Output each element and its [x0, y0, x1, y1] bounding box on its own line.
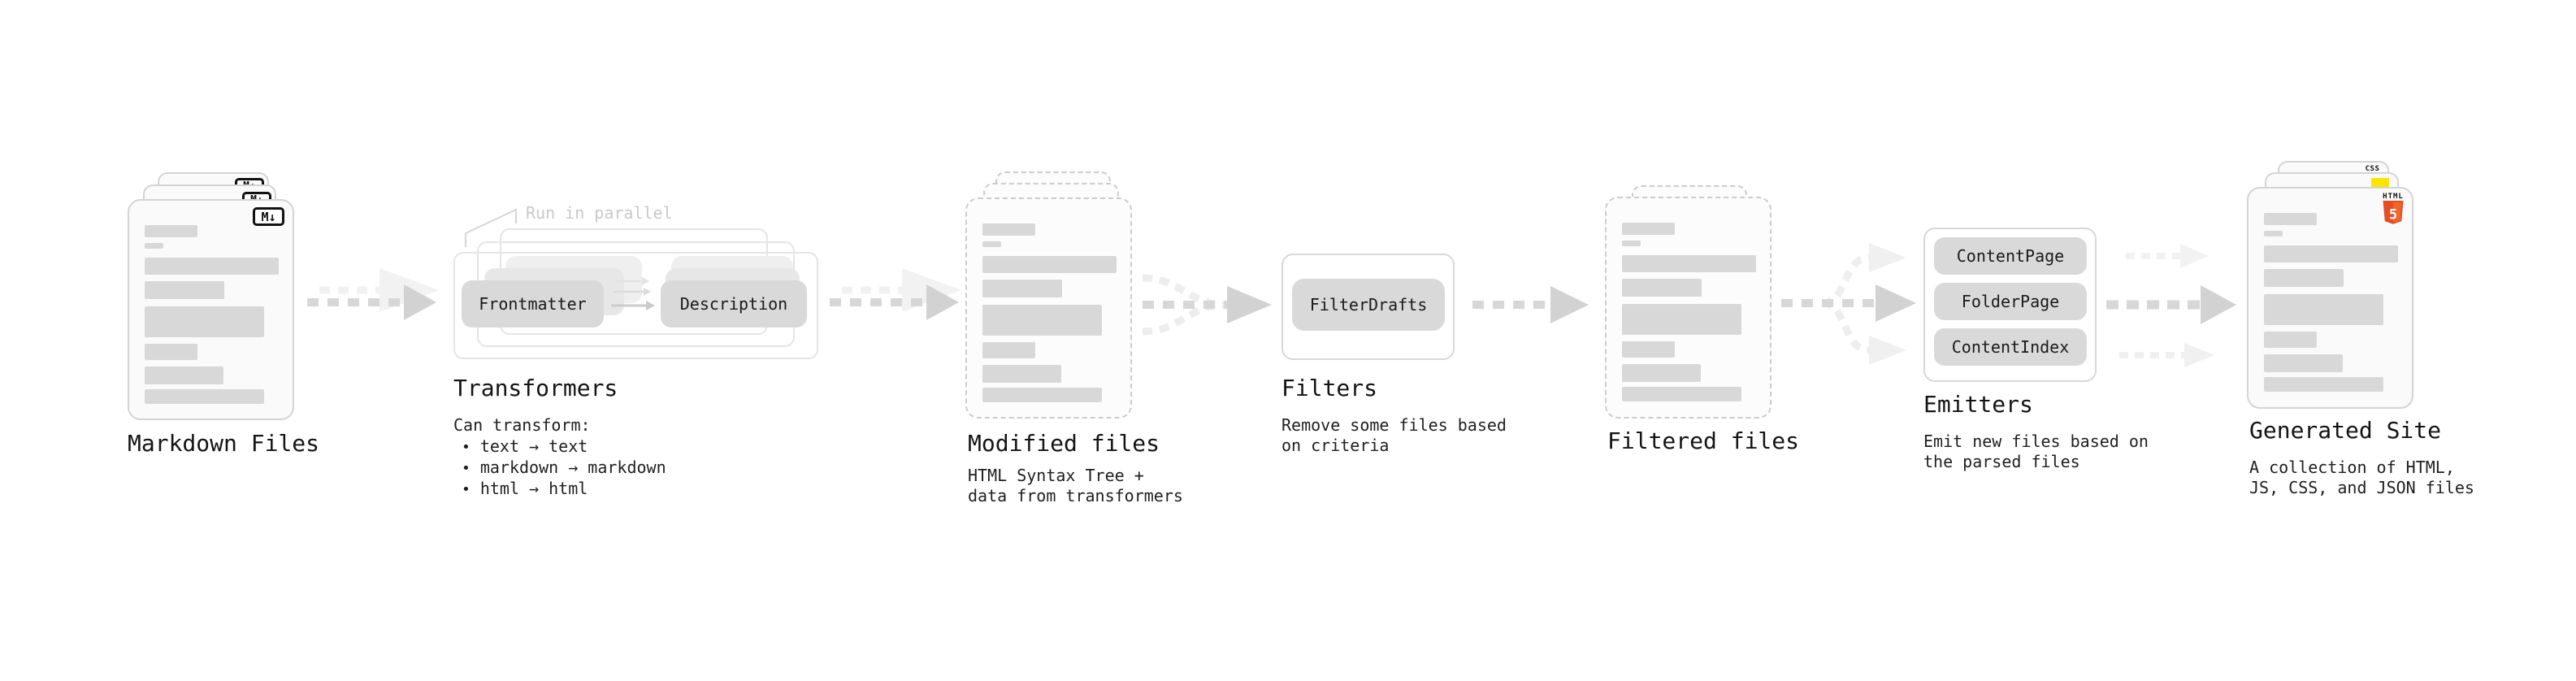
emitters-title: Emitters: [1923, 391, 2033, 418]
placeholder-bar: [2264, 294, 2383, 325]
filters-description: Remove some files based on criteria: [1281, 415, 1507, 455]
placeholder-bar: [145, 389, 264, 404]
modified-file-card-front: [965, 197, 1132, 419]
bullet-glyph: •: [462, 439, 471, 456]
bullet-glyph: •: [462, 481, 471, 498]
modified-files-description: HTML Syntax Tree + data from transformer…: [968, 466, 1183, 505]
placeholder-bar: [1622, 341, 1675, 358]
arrow-filters-to-filtered: [1472, 286, 1589, 323]
placeholder-bar: [982, 223, 1035, 236]
placeholder-bar: [982, 388, 1102, 402]
placeholder-bar: [982, 256, 1117, 273]
filtered-file-card-front: [1605, 197, 1772, 419]
placeholder-bar: [145, 258, 279, 275]
content-page-box: ContentPage: [1934, 237, 2087, 275]
placeholder-bar: [982, 342, 1035, 358]
transformers-title: Transformers: [453, 375, 618, 401]
placeholder-bar: [2264, 354, 2343, 372]
markdown-file-card-front: M↓: [128, 199, 294, 420]
html-file-card: HTML 5: [2247, 187, 2413, 409]
filters-title: Filters: [1281, 375, 1378, 401]
filtered-files-title: Filtered files: [1607, 427, 1800, 454]
placeholder-bar: [982, 305, 1102, 336]
markdown-files-title: Markdown Files: [128, 430, 320, 457]
html5-icon: HTML 5: [2383, 193, 2404, 224]
parallel-flow-arrows: [611, 277, 655, 310]
arrow-transformers-to-modified: [830, 268, 961, 320]
generated-site-title: Generated Site: [2249, 417, 2442, 444]
placeholder-bar: [2264, 377, 2383, 392]
placeholder-bar: [145, 225, 197, 237]
placeholder-bar: [145, 281, 224, 299]
capability-heading: Can transform:: [453, 415, 591, 435]
placeholder-bar: [145, 243, 163, 249]
folder-page-box: FolderPage: [1934, 283, 2087, 320]
parallel-note-leader-line: [465, 208, 517, 247]
arrow-filtered-to-emitters: [1781, 243, 1916, 365]
content-index-box: ContentIndex: [1934, 328, 2087, 366]
parallel-note-label: Run in parallel: [526, 203, 673, 223]
svg-text:5: 5: [2389, 207, 2397, 223]
placeholder-bar: [2264, 332, 2317, 348]
placeholder-bar: [982, 365, 1061, 383]
capability-bullet: • markdown → markdown: [462, 458, 666, 477]
arrow-emitters-to-generated: [2106, 244, 2236, 367]
placeholder-bar: [1622, 255, 1756, 272]
placeholder-bar: [2264, 213, 2317, 225]
placeholder-bar: [1622, 241, 1641, 246]
transformer-box-front: [453, 252, 818, 359]
placeholder-bar: [145, 367, 223, 384]
placeholder-bar: [1622, 387, 1741, 401]
generated-site-description: A collection of HTML, JS, CSS, and JSON …: [2249, 458, 2474, 497]
capability-bullet: • html → html: [462, 479, 588, 498]
arrow-modified-to-filters: [1142, 274, 1272, 336]
js-icon: [2371, 178, 2389, 189]
placeholder-bar: [1622, 223, 1675, 235]
placeholder-bar: [2264, 231, 2283, 236]
placeholder-bar: [1622, 279, 1702, 297]
capability-bullet: • text → text: [462, 436, 588, 456]
placeholder-bar: [145, 306, 264, 337]
placeholder-bar: [1622, 364, 1701, 382]
placeholder-bar: [2264, 269, 2344, 287]
frontmatter-box: Frontmatter: [462, 280, 604, 327]
arrow-markdown-to-transformers: [307, 268, 439, 320]
placeholder-bar: [982, 241, 1001, 247]
transformers-description: Can transform: • text → text • markdown …: [453, 415, 666, 500]
modified-files-title: Modified files: [968, 430, 1160, 457]
description-box: Description: [661, 280, 807, 327]
placeholder-bar: [982, 280, 1062, 297]
placeholder-bar: [1622, 304, 1741, 335]
placeholder-bar: [2264, 245, 2398, 262]
filter-drafts-box: FilterDrafts: [1292, 279, 1445, 331]
placeholder-bar: [145, 344, 197, 360]
emitters-description: Emit new files based on the parsed files: [1923, 432, 2149, 471]
bullet-glyph: •: [462, 460, 471, 477]
markdown-icon: M↓: [253, 207, 284, 226]
